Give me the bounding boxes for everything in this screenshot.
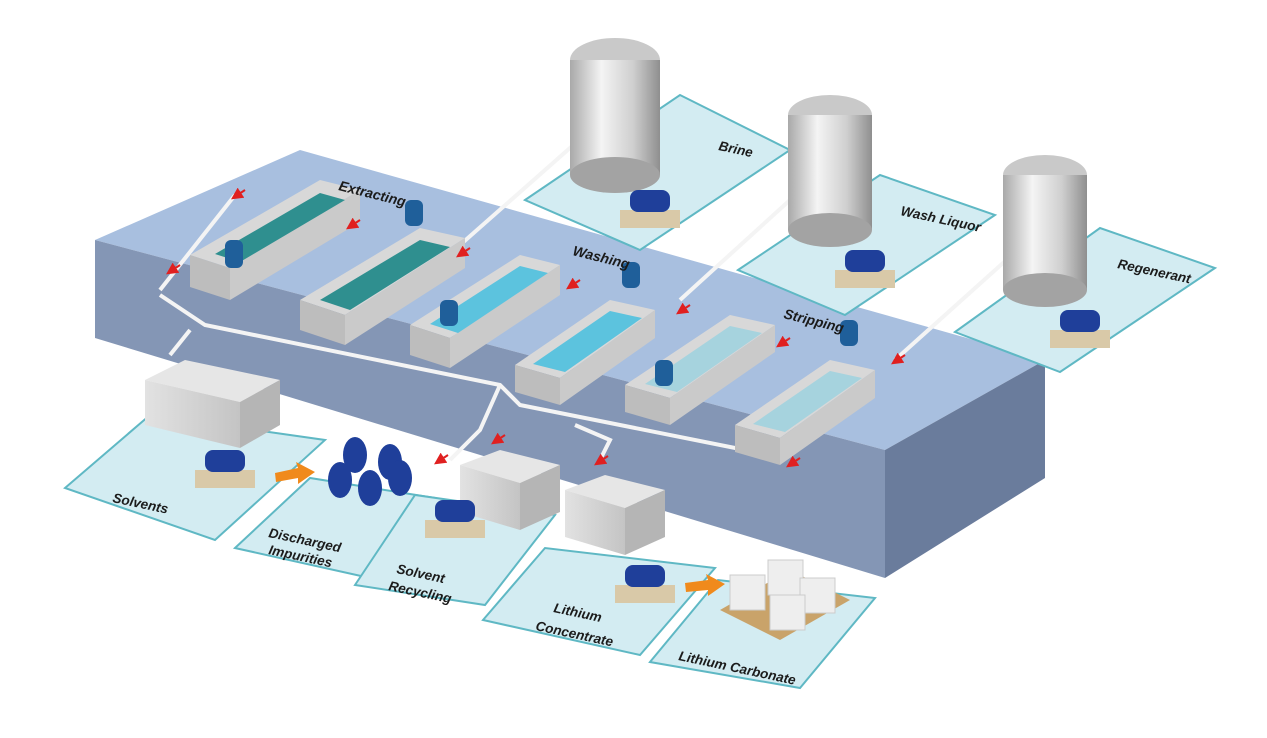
pump-icon	[435, 500, 475, 522]
bag-icon	[769, 594, 806, 631]
motor-icon	[405, 200, 423, 226]
pipe-main-3	[448, 384, 502, 462]
pump-icon	[845, 250, 885, 272]
pump-base	[1050, 330, 1110, 348]
liquid-extract-2	[320, 240, 450, 310]
vessel-regenerant	[1003, 155, 1087, 307]
bulk-bags	[720, 559, 850, 640]
pump-base	[195, 470, 255, 488]
platform-side	[885, 360, 1045, 578]
transfer-arrow-icon	[685, 574, 725, 596]
motor-icon	[440, 300, 458, 326]
pump-icon	[630, 190, 670, 212]
drum-icon	[328, 462, 352, 498]
motor-icon	[840, 320, 858, 346]
motor-icon	[622, 262, 640, 288]
bag-icon	[799, 577, 836, 614]
box-lithium-concentrate	[565, 475, 665, 555]
pump-base	[835, 270, 895, 288]
motor-icon	[225, 240, 243, 268]
pump-base	[615, 585, 675, 603]
pumps	[195, 190, 1110, 603]
tank-strip-2	[735, 360, 875, 465]
liquid-wash-1	[430, 266, 548, 333]
pump-icon	[625, 565, 665, 587]
liquid-wash-2	[533, 311, 642, 372]
pump-base	[620, 210, 680, 228]
motor-icon	[655, 360, 673, 386]
vessel-wash-liquor	[788, 95, 872, 247]
tank-extract-2	[300, 228, 465, 345]
pump-icon	[1060, 310, 1100, 332]
tank-wash-2	[515, 300, 655, 405]
transfer-arrows	[275, 462, 725, 596]
pipe-main-4	[574, 423, 613, 461]
box-solvents	[145, 360, 280, 448]
liquid-strip-1	[645, 326, 762, 392]
bag-icon	[767, 559, 804, 596]
drum-icon	[388, 460, 412, 496]
pipe-main-2	[168, 328, 192, 357]
drum-icon	[358, 470, 382, 506]
transfer-arrow-icon	[275, 462, 315, 484]
bag-icon	[729, 574, 766, 611]
pump-icon	[205, 450, 245, 472]
liquid-extract-1	[215, 193, 345, 262]
label-brine: Brine	[717, 138, 754, 160]
drums	[328, 437, 412, 506]
vessel-brine	[570, 38, 660, 193]
pump-base	[425, 520, 485, 538]
liquid-strip-2	[753, 371, 862, 432]
agitator-motors	[225, 200, 858, 386]
drum-icon	[343, 437, 367, 473]
